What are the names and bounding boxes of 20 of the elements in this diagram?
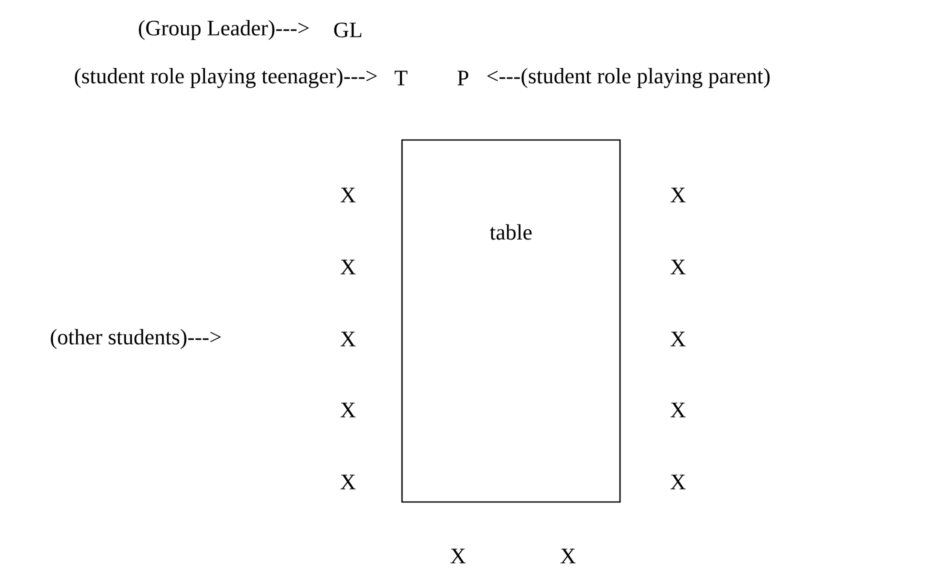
seat-marker: X [340,402,356,418]
seat-marker: X [450,548,466,564]
annotation-text: <---(student role playing parent) [487,68,770,88]
table-box: table [401,139,621,503]
seat-marker: X [340,260,356,274]
seat-marker: T [394,70,408,86]
annotation-text: (Group Leader)---> [138,20,309,40]
seat-marker: X [670,260,686,274]
annotation-text: (other students)---> [50,329,221,349]
seat-marker: P [458,70,468,86]
seat-marker: GL [334,22,362,38]
seat-marker: X [670,402,686,418]
seat-marker: X [670,332,686,346]
seat-marker: X [340,474,356,490]
seat-marker: X [670,188,686,202]
annotation-text: (student role playing teenager)---> [74,68,377,88]
seat-marker: X [670,474,686,490]
seat-marker: X [340,188,356,202]
seat-marker: X [340,332,356,346]
seat-marker: X [560,548,576,564]
